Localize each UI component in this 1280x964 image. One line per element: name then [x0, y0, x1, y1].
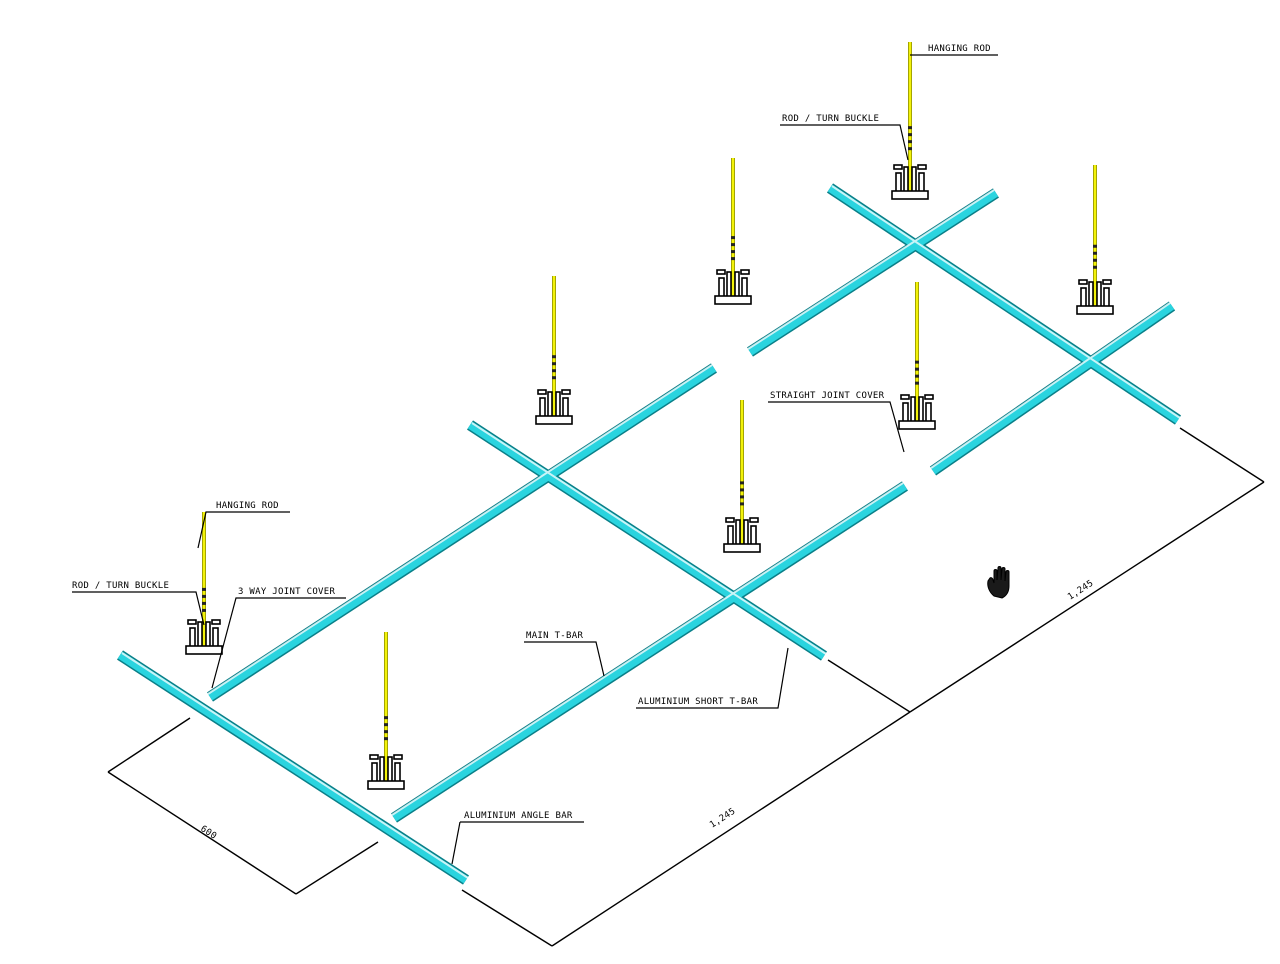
hand-cursor-icon[interactable] [987, 566, 1010, 599]
clip-part [725, 517, 735, 523]
label-hanging-rod-left: HANGING ROD [216, 501, 279, 511]
clip-part [749, 517, 759, 523]
clip-part [1076, 305, 1114, 315]
turn-buckle-mark [915, 360, 919, 364]
main-t-bar-right-back [930, 302, 1175, 475]
turn-buckle-mark [552, 369, 556, 373]
turn-buckle-mark [740, 488, 744, 492]
clip-part [535, 415, 573, 425]
turn-buckle-mark [552, 355, 556, 359]
clip-part [211, 619, 221, 625]
dimension-width: 600 [198, 824, 218, 842]
turn-buckle-mark [915, 374, 919, 378]
clip-part [917, 164, 927, 170]
turn-buckle-mark [202, 594, 206, 598]
clip-part [893, 164, 903, 170]
clip-part [561, 389, 571, 395]
label-hanging-rod-top: HANGING ROD [928, 44, 991, 54]
label-rod-turn-buckle-left: ROD / TURN BUCKLE [72, 581, 169, 591]
clip-part [900, 394, 910, 400]
rod-clips [185, 164, 1114, 790]
label-main-t-bar: MAIN T-BAR [526, 631, 583, 641]
clip-part [716, 269, 726, 275]
grid-bars [117, 183, 1182, 885]
turn-buckle-mark [202, 601, 206, 605]
turn-buckle-mark [740, 495, 744, 499]
turn-buckle-mark [908, 140, 912, 144]
turn-buckle-mark [731, 257, 735, 261]
turn-buckle-mark [384, 716, 388, 720]
turn-buckle-mark [384, 737, 388, 741]
turn-buckle-mark [202, 587, 206, 591]
main-t-bar-left-front [207, 364, 717, 701]
turn-buckle-mark [915, 381, 919, 385]
clip-part [369, 754, 379, 760]
turn-buckle-mark [552, 362, 556, 366]
clip-part [393, 754, 403, 760]
turn-buckle-mark [384, 730, 388, 734]
turn-buckle-mark [908, 126, 912, 130]
clip-part [1102, 279, 1112, 285]
main-t-bar-left-back [747, 189, 999, 356]
aluminium-angle-bar [117, 651, 469, 884]
rod-clip-assembly [535, 389, 573, 425]
clip-part [924, 394, 934, 400]
rod-clip-assembly [185, 619, 223, 655]
dimension-length-right: 1,245 [1066, 579, 1095, 603]
clip-part [1078, 279, 1088, 285]
rod-clip-assembly [723, 517, 761, 553]
turn-buckle-mark [552, 376, 556, 380]
turn-buckle-mark [731, 250, 735, 254]
turn-buckle-mark [202, 608, 206, 612]
clip-part [740, 269, 750, 275]
clip-part [187, 619, 197, 625]
rod-clip-assembly [714, 269, 752, 305]
turn-buckle-mark [1093, 244, 1097, 248]
clip-part [891, 190, 929, 200]
clip-part [537, 389, 547, 395]
turn-buckle-mark [1093, 251, 1097, 255]
turn-buckle-mark [740, 502, 744, 506]
clip-part [185, 645, 223, 655]
clip-part [367, 780, 405, 790]
turn-buckle-mark [1093, 265, 1097, 269]
clip-part [723, 543, 761, 553]
label-straight-joint-cover: STRAIGHT JOINT COVER [770, 391, 885, 401]
turn-buckle-mark [384, 723, 388, 727]
rod-clip-assembly [898, 394, 936, 430]
turn-buckle-mark [908, 147, 912, 151]
turn-buckle-mark [908, 133, 912, 137]
hanging-rods [202, 42, 1097, 785]
aluminium-short-t-bar-middle [467, 421, 827, 660]
main-t-bar-right-front [391, 482, 908, 822]
turn-buckle-mark [731, 243, 735, 247]
turn-buckle-mark [915, 367, 919, 371]
label-three-way-joint-cover: 3 WAY JOINT COVER [238, 587, 335, 597]
rod-clip-assembly [1076, 279, 1114, 315]
aluminium-short-t-bar-back [827, 184, 1181, 424]
dimension-lines [107, 427, 1265, 947]
leader-lines [72, 54, 998, 865]
label-aluminium-angle-bar: ALUMINIUM ANGLE BAR [464, 811, 573, 821]
clip-part [898, 420, 936, 430]
rod-clip-assembly [891, 164, 929, 200]
turn-buckle-mark [1093, 258, 1097, 262]
turn-buckle-mark [731, 236, 735, 240]
turn-buckle-mark [740, 481, 744, 485]
clip-part [714, 295, 752, 305]
label-rod-turn-buckle-top: ROD / TURN BUCKLE [782, 114, 879, 124]
label-aluminium-short-t-bar: ALUMINIUM SHORT T-BAR [638, 697, 758, 707]
rod-clip-assembly [367, 754, 405, 790]
